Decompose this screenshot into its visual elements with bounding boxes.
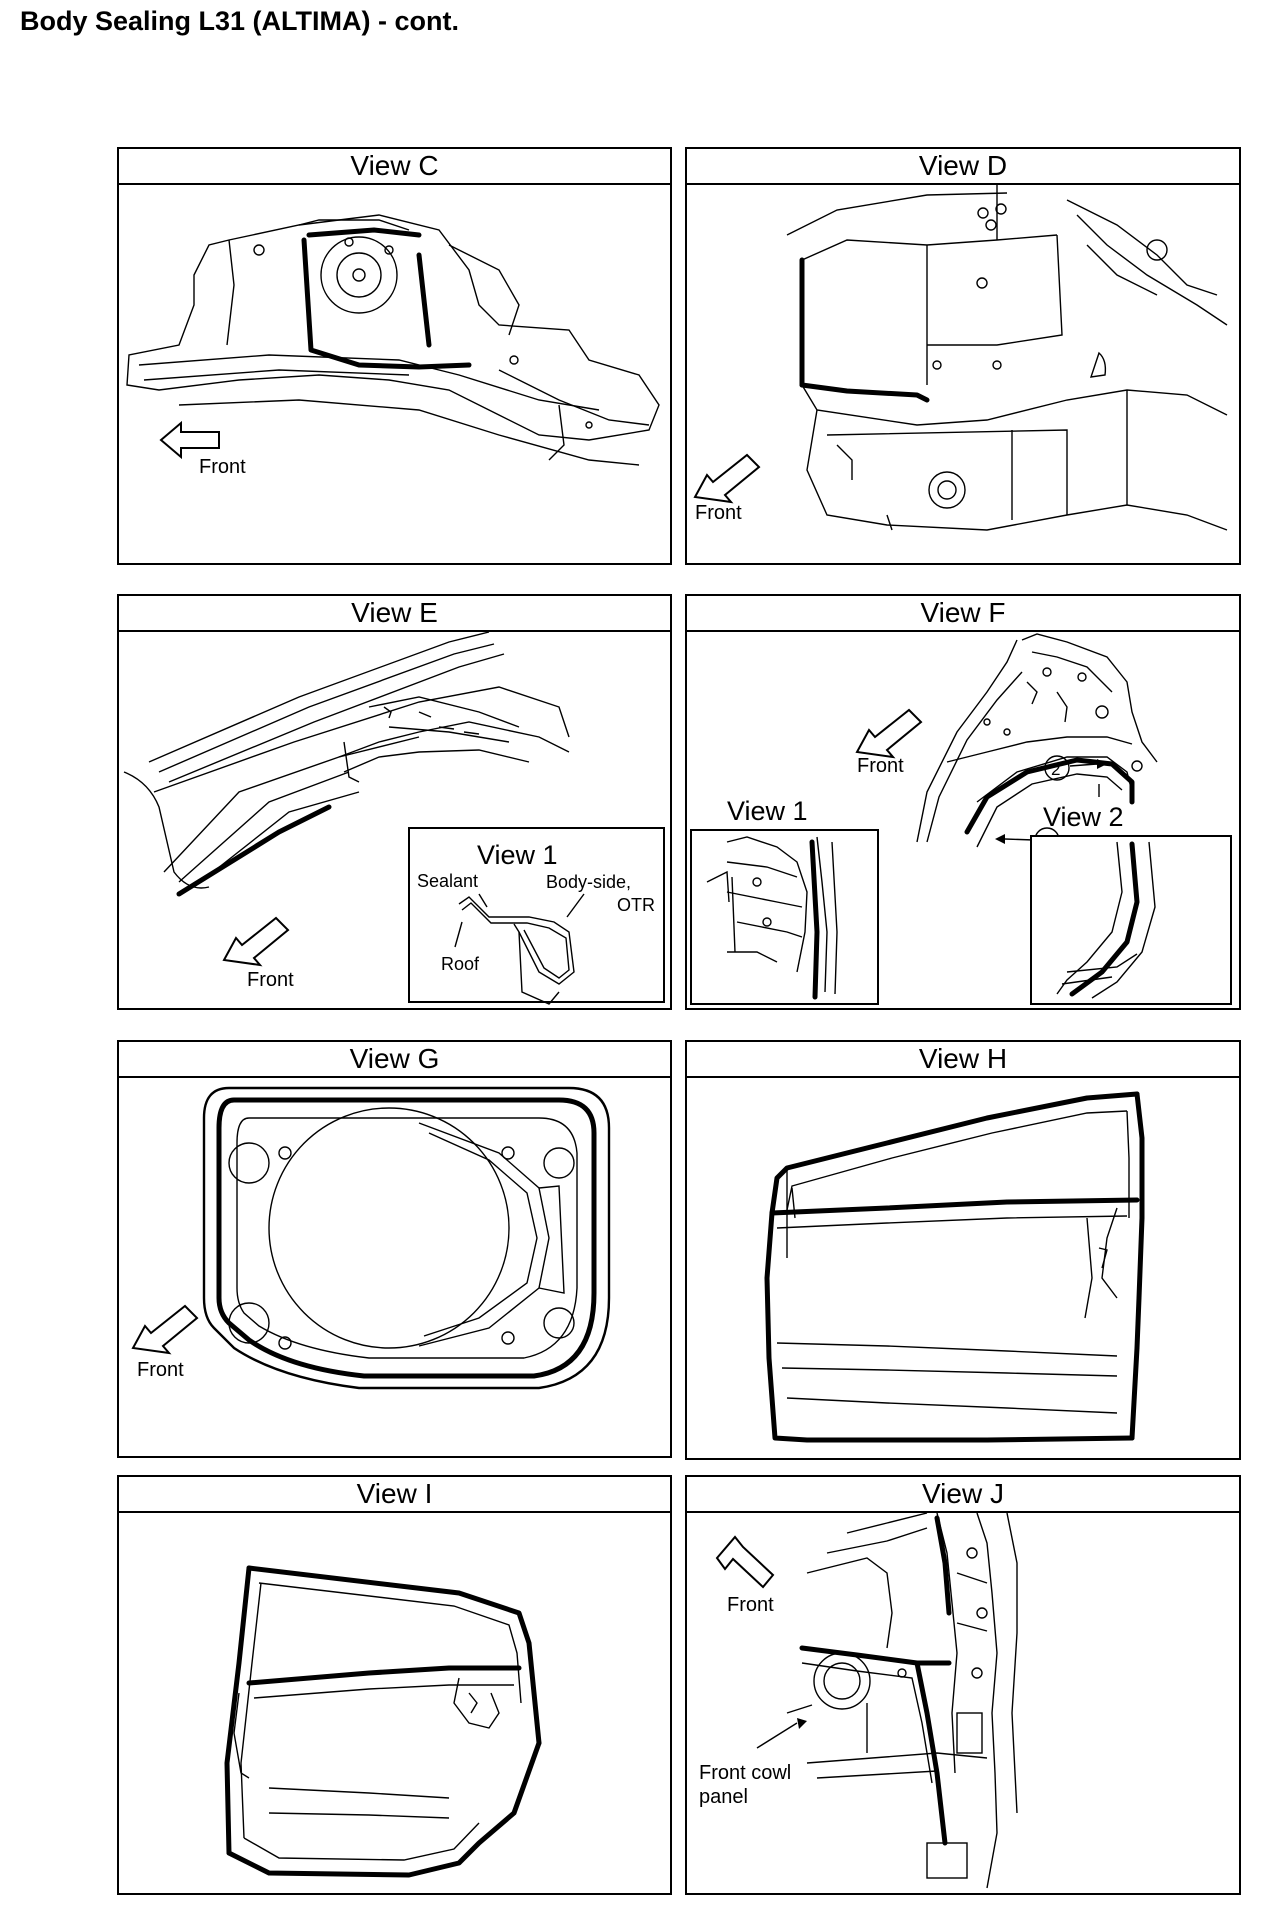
view-h-title: View H [687,1042,1239,1078]
view-g-title: View G [119,1042,670,1078]
view-f-panel: View F Front 2 1 View 1 [685,594,1241,1010]
view-f-view1-inset [690,829,879,1005]
view-e-inset-view-1: View 1 Sealant Body-side, OTR Roof [408,827,665,1005]
view-e-sealant-label: Sealant [417,871,478,891]
view-c-drawing: Front [126,214,660,478]
page-title: Body Sealing L31 (ALTIMA) - cont. [20,6,460,36]
view-j-drawing: Front Front cowl panel [699,1513,1018,1889]
view-d-front-label: Front [695,502,742,524]
view-e-inset-title: View 1 [477,840,558,870]
view-g-drawing: Front [131,1086,611,1390]
view-c-front-label: Front [199,456,246,478]
view-e-body-side-label: Body-side, [546,872,631,892]
view-j-cowl-label-line2: panel [699,1786,748,1808]
view-j-cowl-label-line1: Front cowl [699,1762,791,1784]
view-i-panel: View I [117,1475,672,1895]
view-d-drawing: Front [693,185,1228,531]
view-c-title: View C [119,149,670,185]
view-c-panel: View C Front [117,147,672,565]
view-e-front-label: Front [247,969,294,991]
view-e-roof-label: Roof [441,954,480,974]
view-f-view1-label: View 1 [727,796,808,826]
view-j-panel: View J Front Front cowl panel [685,1475,1241,1895]
view-e-drawing: View 1 Sealant Body-side, OTR Roof Front [123,632,665,1005]
view-f-title: View F [687,596,1239,632]
view-d-title: View D [687,149,1239,185]
view-f-view2-label: View 2 [1043,802,1124,832]
view-f-view2-inset [1030,835,1232,1005]
view-f-callout-2: 2 [1051,760,1060,779]
view-j-title: View J [687,1477,1239,1513]
view-g-front-label: Front [137,1359,184,1381]
view-h-drawing [764,1091,1145,1443]
view-g-panel: View G Front [117,1040,672,1458]
view-f-drawing: Front 2 1 View 1 View 2 [690,633,1232,1005]
view-j-front-label: Front [727,1594,774,1616]
view-i-title: View I [119,1477,670,1513]
view-e-panel: View E View 1 Sealant Body-side, OTR Roo… [117,594,672,1010]
view-e-title: View E [119,596,670,632]
view-d-panel: View D Front [685,147,1241,565]
view-i-drawing [224,1565,542,1878]
view-h-panel: View H [685,1040,1241,1460]
view-e-otr-label: OTR [617,895,655,915]
view-f-front-label: Front [857,755,904,777]
